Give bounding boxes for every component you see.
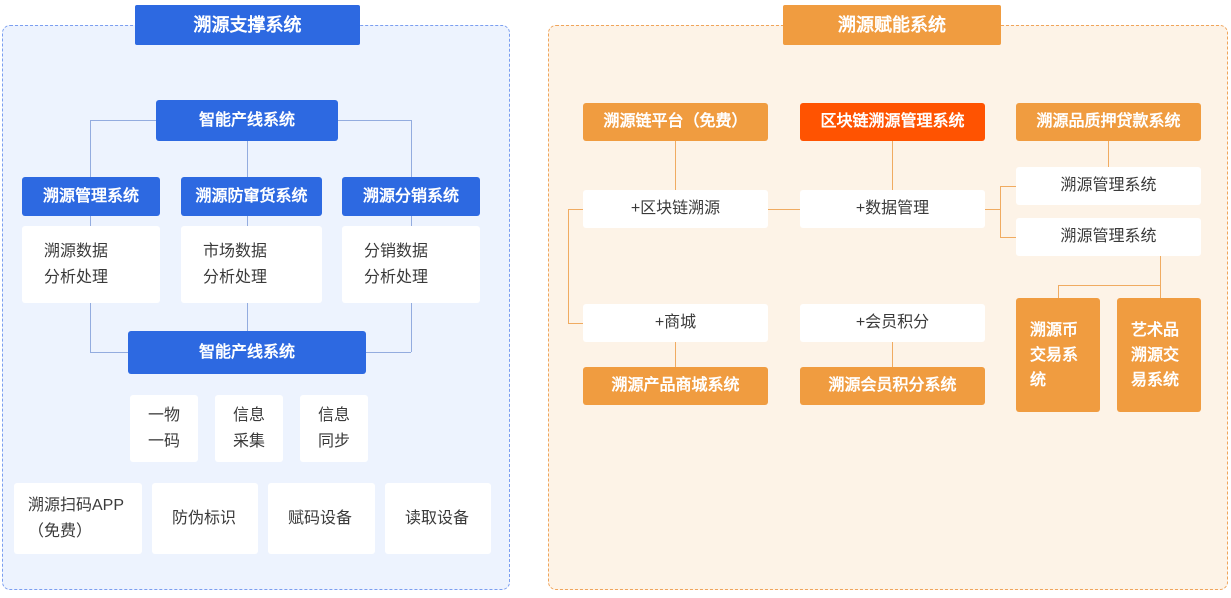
node-artwork-trace-trading: 艺术品 溯源交 易系统 [1117,298,1201,412]
connector-line [90,120,156,121]
node-reading-device: 读取设备 [385,483,491,554]
node-coding-device: 赋码设备 [268,483,375,554]
connector-line [568,209,583,210]
node-trace-mgmt-2: 溯源管理系统 [1016,218,1201,256]
connector-line [768,209,800,210]
connector-line [1108,141,1109,167]
connector-line [1058,285,1160,286]
connector-line [1058,285,1059,298]
left-panel-title: 溯源支撑系统 [135,5,360,45]
node-distribution-system: 溯源分销系统 [342,177,480,216]
connector-line [1000,237,1016,238]
connector-line [892,342,893,367]
node-quality-pledge-loan: 溯源品质押贷款系统 [1016,103,1201,141]
node-cap-mall: +商城 [583,304,768,342]
node-product-mall-system: 溯源产品商城系统 [583,367,768,405]
node-scan-app: 溯源扫码APP （免费） [14,483,142,554]
right-panel-title: 溯源赋能系统 [783,5,1001,45]
connector-line [892,141,893,190]
connector-line [568,323,583,324]
connector-line [1000,186,1001,237]
node-info-collection: 信息 采集 [215,395,283,462]
node-info-sync: 信息 同步 [300,395,368,462]
node-anti-fleeing-system: 溯源防窜货系统 [181,177,322,216]
connector-line [675,342,676,367]
connector-line [1000,186,1016,187]
node-smart-line-bottom: 智能产线系统 [128,331,366,374]
connector-line [90,352,128,353]
node-cap-blockchain-trace: +区块链溯源 [583,190,768,228]
connector-line [1160,285,1161,298]
node-trace-mgmt-1: 溯源管理系统 [1016,167,1201,205]
node-trace-coin-trading: 溯源币 交易系 统 [1016,298,1100,412]
connector-line [366,352,411,353]
connector-line [675,141,676,190]
node-trace-chain-platform: 溯源链平台（免费） [583,103,768,141]
node-anti-fake-label: 防伪标识 [152,483,258,554]
connector-line [985,209,1000,210]
connector-line [1160,256,1161,285]
node-blockchain-trace-mgmt: 区块链溯源管理系统 [800,103,985,141]
node-trace-mgmt-system: 溯源管理系统 [22,177,160,216]
node-distribution-data-analysis: 分销数据 分析处理 [342,226,480,303]
node-smart-line-top: 智能产线系统 [156,100,338,141]
node-cap-member-points: +会员积分 [800,304,985,342]
node-one-item-one-code: 一物 一码 [130,395,198,462]
node-trace-data-analysis: 溯源数据 分析处理 [22,226,160,303]
node-member-points-system: 溯源会员积分系统 [800,367,985,405]
node-market-data-analysis: 市场数据 分析处理 [181,226,322,303]
node-cap-data-mgmt: +数据管理 [800,190,985,228]
connector-line [568,209,569,323]
connector-line [338,120,411,121]
